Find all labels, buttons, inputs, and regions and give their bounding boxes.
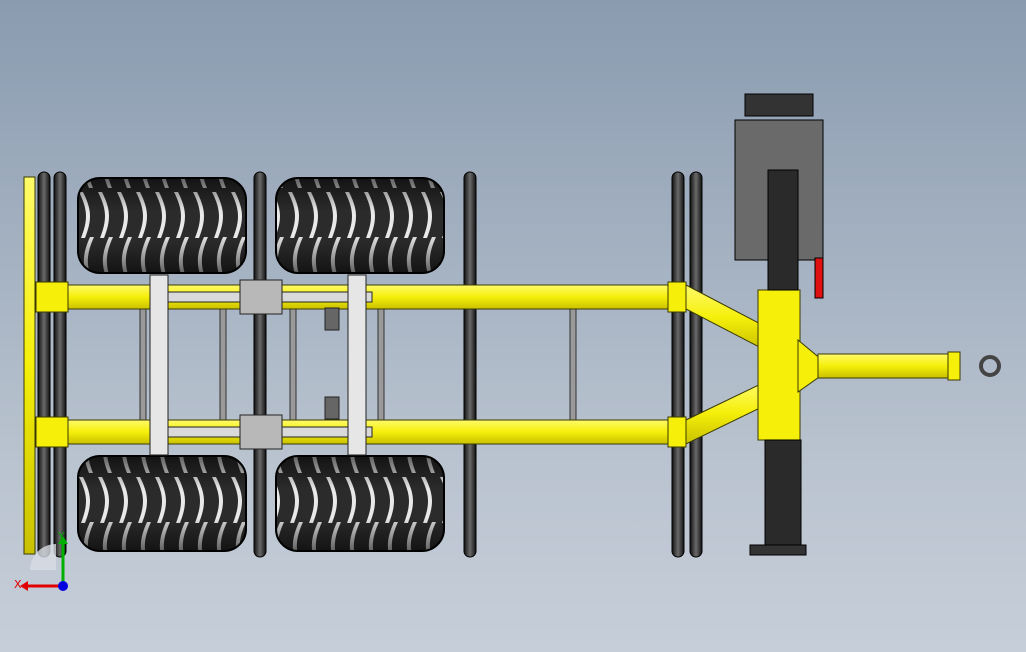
disc-gang-3 xyxy=(253,171,267,558)
hitch-block xyxy=(757,289,801,441)
wheel-rear-left xyxy=(77,177,247,274)
disc-gang-1 xyxy=(37,171,51,558)
wheel-front-left xyxy=(275,177,445,274)
disc-gang-group[interactable] xyxy=(37,171,703,558)
disc-gang-4 xyxy=(463,171,477,558)
rear-end-bar[interactable] xyxy=(23,176,36,555)
x-axis-label: X xyxy=(14,578,22,591)
wheel-rear-right xyxy=(77,455,247,552)
pivot-bracket-top xyxy=(239,279,283,315)
drawbar-tongue xyxy=(817,353,954,379)
pivot-bracket-bottom xyxy=(239,414,283,450)
front-jack-assembly[interactable] xyxy=(734,93,1001,556)
main-frame[interactable] xyxy=(35,281,961,448)
axle-bogie[interactable] xyxy=(149,274,373,456)
disc-gang-6 xyxy=(689,171,703,558)
wheel-front-right xyxy=(275,455,445,552)
triad-axes-icon xyxy=(20,536,68,591)
disc-gang-5 xyxy=(671,171,685,558)
wheels[interactable] xyxy=(77,177,445,552)
y-axis-label: Y xyxy=(58,530,65,543)
tail-light xyxy=(814,257,824,299)
hitch-eye xyxy=(979,355,1001,377)
disc-gang-2 xyxy=(53,171,67,558)
coordinate-triad[interactable]: X Y xyxy=(10,530,80,600)
